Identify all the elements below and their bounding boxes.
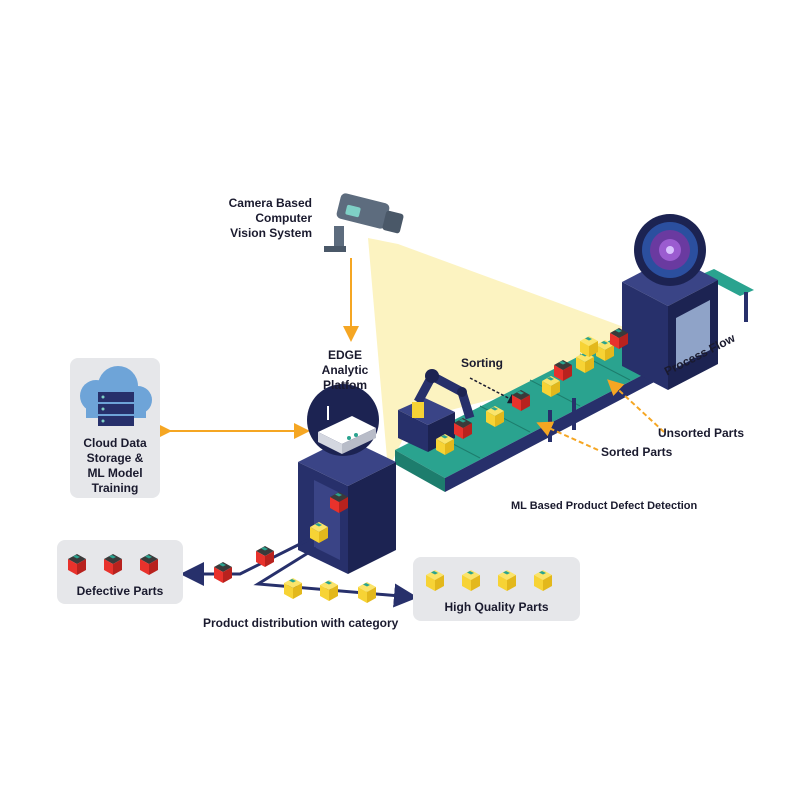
defective-parts-icons (68, 554, 158, 575)
cloud-server-icon (80, 366, 152, 426)
sorted-parts-label: Sorted Parts (601, 445, 673, 459)
sorted-parts-arrow (536, 421, 599, 451)
router-icon (318, 406, 376, 454)
distribution-label: Product distribution with category (203, 616, 399, 630)
ml-detection-label: ML Based Product Defect Detection (511, 500, 698, 512)
robot-arm-icon (398, 369, 475, 452)
unsorted-parts-arrow (607, 379, 665, 433)
scanner-icon (622, 214, 718, 390)
sorting-label: Sorting (461, 356, 503, 370)
edge-label: EDGE Analytic Platfom (321, 348, 369, 392)
edge-tower (298, 384, 396, 574)
sorting-arrow (469, 377, 519, 404)
unsorted-parts-label: Unsorted Parts (658, 426, 745, 440)
camera-icon (324, 193, 404, 252)
input-conveyor (700, 269, 754, 322)
high-quality-parts-label: High Quality Parts (444, 600, 549, 614)
defective-parts-label: Defective Parts (76, 584, 164, 598)
cloud-label: Cloud Data Storage & ML Model Training (83, 436, 147, 495)
camera-label: Camera Based Computer Vision System (228, 196, 312, 240)
